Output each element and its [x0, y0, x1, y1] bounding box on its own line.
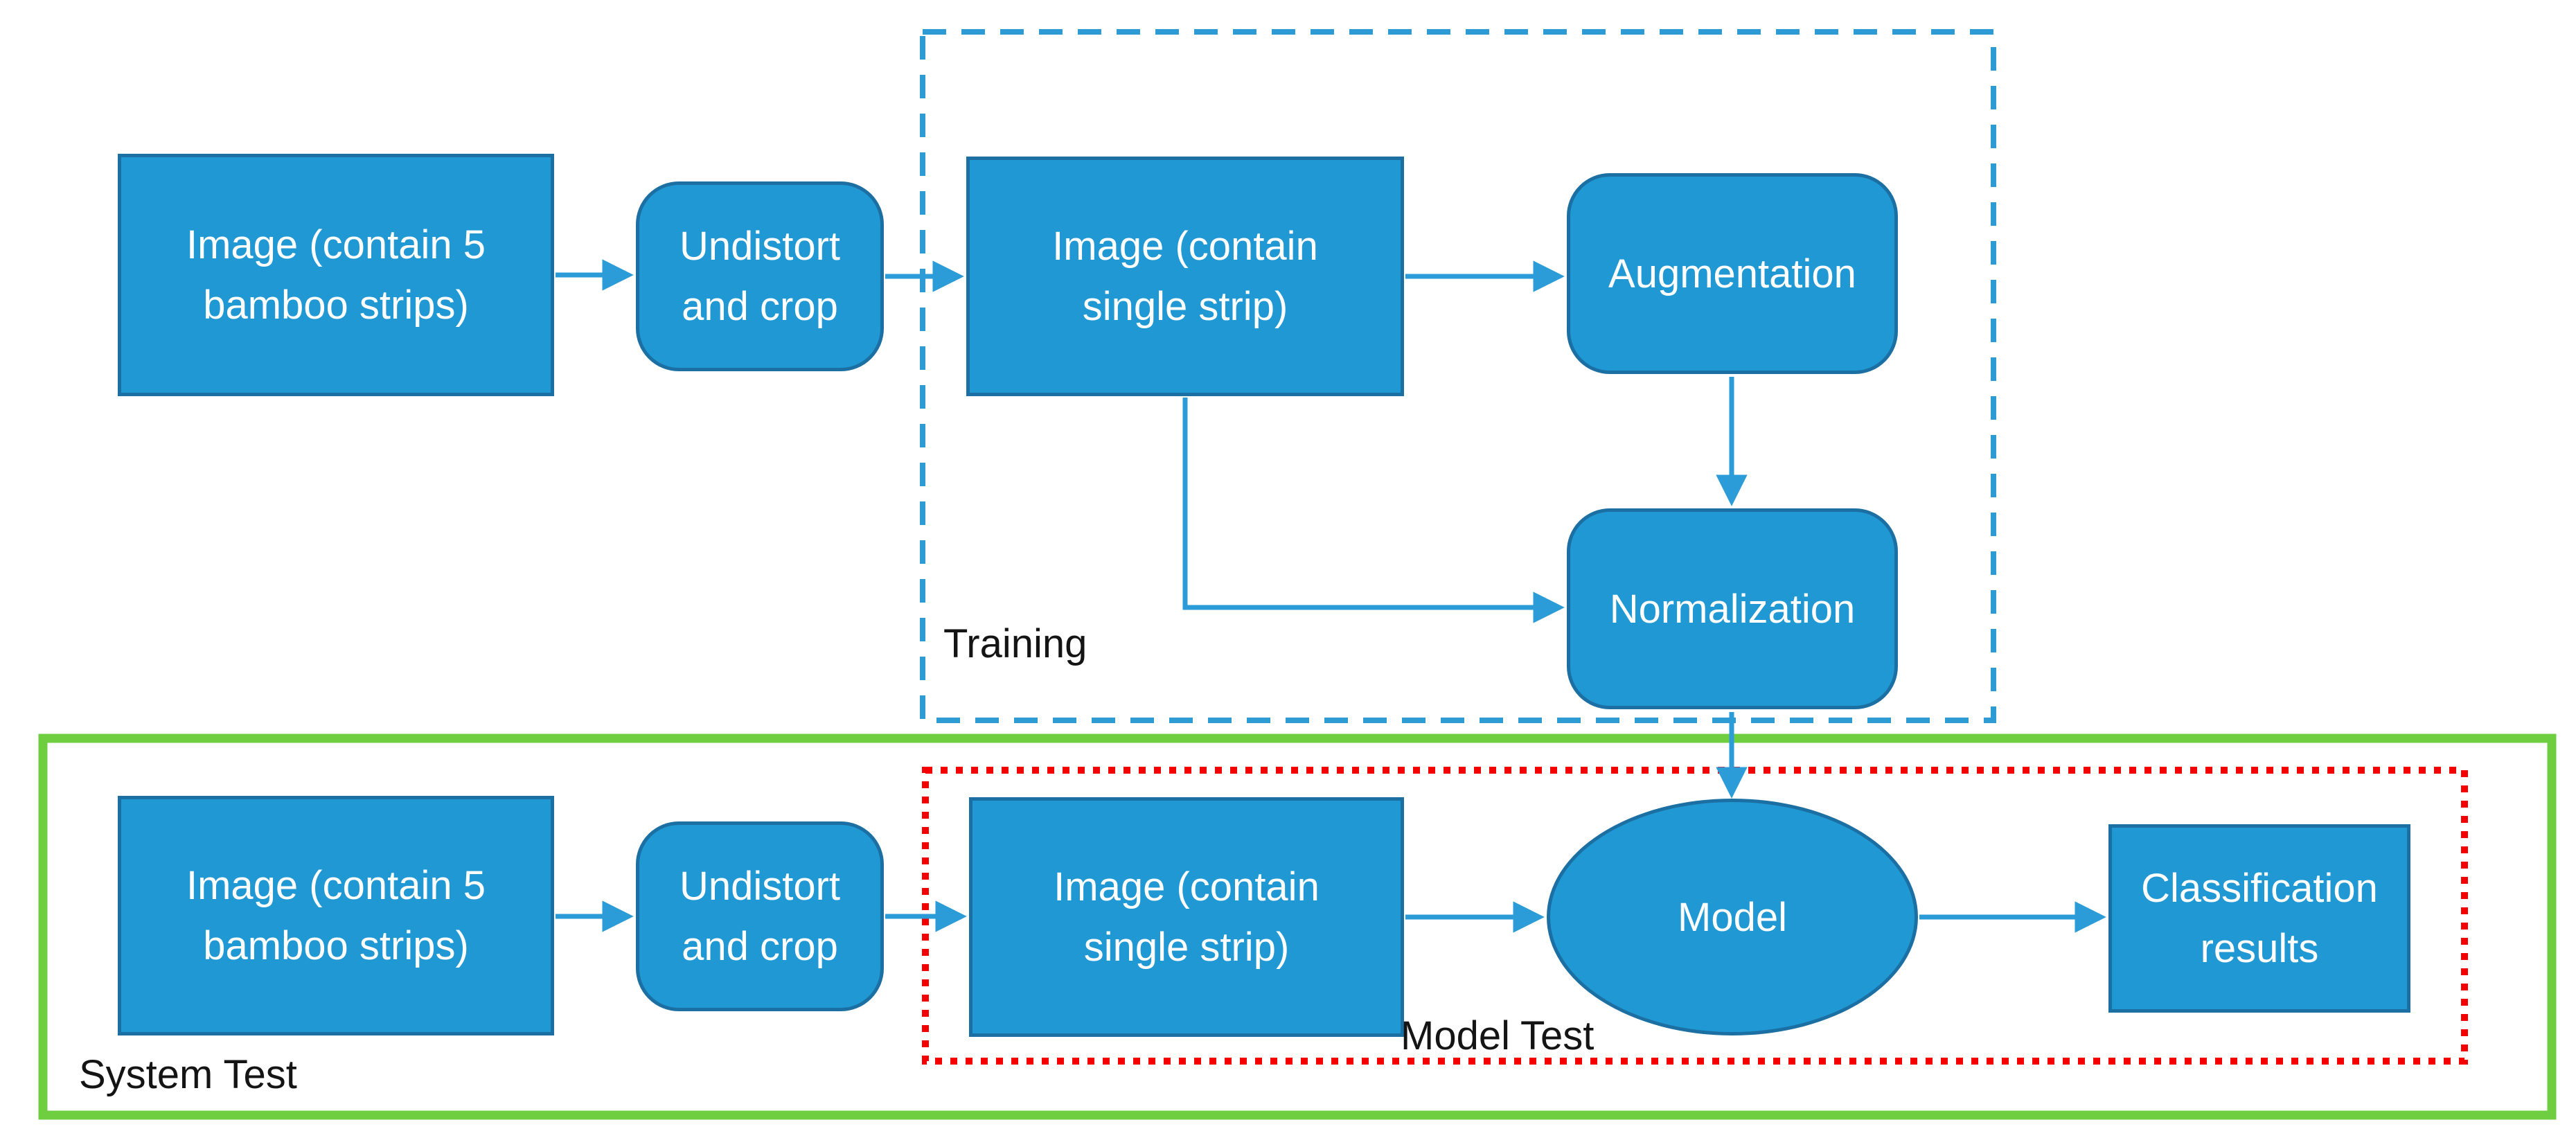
- training-group-border: [920, 29, 1996, 723]
- model-test-group-label: Model Test: [1401, 1013, 1595, 1058]
- node-label: Undistort and crop: [679, 224, 841, 329]
- node-bottom-image-5-bamboo-strips: Image (contain 5 bamboo strips): [118, 796, 554, 1035]
- node-augmentation: Augmentation: [1567, 173, 1898, 374]
- node-normalization: Normalization: [1567, 508, 1898, 709]
- node-label: Model: [1678, 894, 1787, 940]
- node-top-image-single-strip: Image (contain single strip): [966, 157, 1404, 396]
- node-label: Image (contain 5 bamboo strips): [186, 222, 486, 328]
- node-classification-results: Classification results: [2108, 824, 2410, 1013]
- node-label: Image (contain 5 bamboo strips): [186, 863, 486, 968]
- node-label: Undistort and crop: [679, 864, 841, 969]
- training-group-label: Training: [943, 621, 1087, 666]
- node-label: Normalization: [1609, 586, 1856, 632]
- node-label: Image (contain single strip): [1054, 864, 1320, 970]
- node-top-image-5-bamboo-strips: Image (contain 5 bamboo strips): [118, 154, 554, 396]
- node-bottom-image-single-strip: Image (contain single strip): [969, 797, 1404, 1037]
- arrow-single-to-normalization-elbow: [1182, 398, 1565, 623]
- node-label: Augmentation: [1608, 251, 1856, 296]
- node-top-undistort-and-crop: Undistort and crop: [636, 181, 884, 371]
- node-label: Image (contain single strip): [1052, 224, 1318, 329]
- system-test-group-label: System Test: [79, 1052, 297, 1097]
- node-model-ellipse: Model: [1547, 799, 1918, 1035]
- system-test-group-border: [38, 733, 2557, 1120]
- node-label: Classification results: [2141, 866, 2378, 971]
- node-bottom-undistort-and-crop: Undistort and crop: [636, 821, 884, 1011]
